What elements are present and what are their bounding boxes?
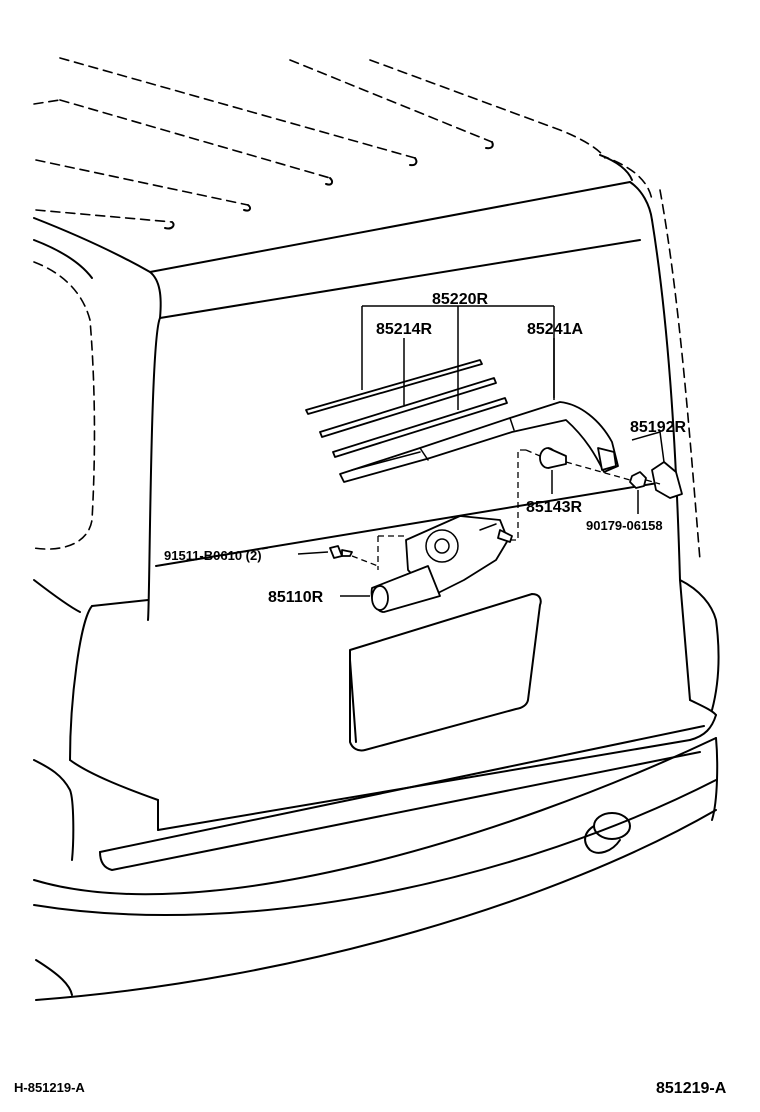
vehicle-body xyxy=(33,57,720,1001)
footer-left-code: H-851219-A xyxy=(14,1080,85,1095)
nut-90179-06158 xyxy=(629,471,647,489)
label-85192r: 85192R xyxy=(630,419,686,436)
label-85220r: 85220R xyxy=(432,291,488,308)
wiper-arm-head-cover-85192r xyxy=(651,461,683,499)
footer: H-851219-A 851219-A xyxy=(14,1080,727,1097)
label-90179-06158: 90179-06158 xyxy=(586,518,663,533)
label-85214r: 85214R xyxy=(376,321,432,338)
leader-lines xyxy=(155,305,665,597)
footer-right-code: 851219-A xyxy=(656,1080,727,1097)
label-85143r: 85143R xyxy=(526,499,582,516)
wiper-arm-85241a xyxy=(339,401,619,483)
pivot-cap-85143r xyxy=(539,447,567,469)
label-91511-b0610: 91511-B0610 (2) xyxy=(164,548,262,563)
label-85241a: 85241A xyxy=(527,321,583,338)
label-85110r: 85110R xyxy=(268,589,324,606)
wiper-blade-refill-85214r xyxy=(305,359,508,458)
bolt-91511-b0610 xyxy=(329,545,353,559)
part-labels: 85220R 85214R 85241A 85192R 85143R 90179… xyxy=(164,291,686,606)
wiper-motor-85110r xyxy=(370,515,513,613)
